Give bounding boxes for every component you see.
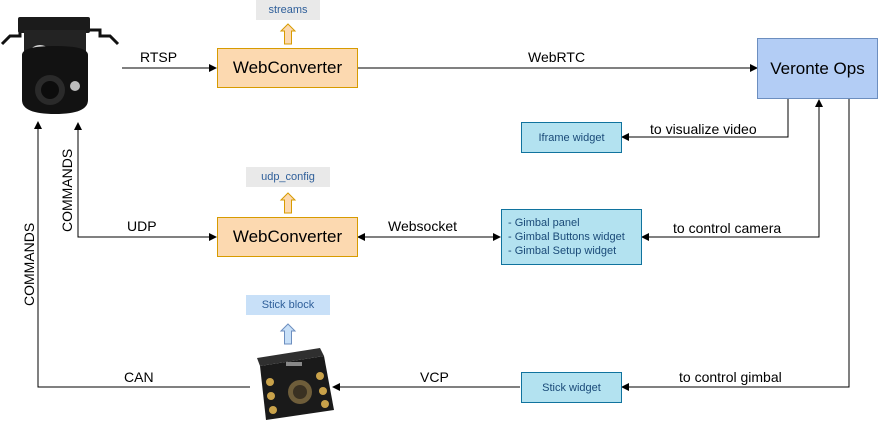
udp-config-tag: udp_config: [246, 167, 330, 187]
udp-config-arrow-icon: [279, 192, 297, 214]
gimbal-setup-label: - Gimbal Setup widget: [508, 245, 617, 257]
rtsp-label: RTSP: [140, 49, 178, 65]
webrtc-label: WebRTC: [528, 49, 586, 65]
gimbal-camera-icon: [0, 17, 120, 114]
controller-device-icon: [257, 348, 334, 420]
webconverter-udp-label: WebConverter: [232, 227, 343, 246]
veronte-ops-label: Veronte Ops: [770, 58, 865, 78]
udp-config-tag-label: udp_config: [261, 171, 315, 183]
gimbal-panel-label: - Gimbal panel: [508, 217, 580, 229]
veronte-ops-node: Veronte Ops: [757, 38, 878, 99]
stick-block-tag: Stick block: [246, 295, 330, 315]
edge-udp: [74, 122, 217, 241]
commands-inner-label: COMMANDS: [59, 148, 75, 232]
udp-label: UDP: [127, 218, 157, 234]
control-gimbal-label: to control gimbal: [679, 369, 782, 385]
gimbal-widgets-node: - Gimbal panel - Gimbal Buttons widget -…: [501, 209, 642, 265]
stick-widget-label: Stick widget: [542, 381, 601, 394]
websocket-label: Websocket: [388, 218, 457, 234]
edge-can: [34, 121, 250, 388]
streams-tag-label: streams: [268, 4, 308, 16]
gimbal-buttons-label: - Gimbal Buttons widget: [508, 231, 625, 243]
edge-control-gimbal: [621, 99, 850, 391]
iframe-widget-label: Iframe widget: [538, 131, 605, 144]
edge-control-camera: [641, 99, 823, 241]
stick-block-arrow-icon: [279, 323, 297, 345]
webconverter-udp-node: WebConverter: [217, 217, 358, 257]
stick-widget-node: Stick widget: [521, 372, 622, 403]
vcp-label: VCP: [420, 369, 449, 385]
stick-block-tag-label: Stick block: [261, 299, 315, 311]
webconverter-rtsp-label: WebConverter: [232, 58, 343, 77]
visualize-video-label: to visualize video: [650, 121, 757, 137]
iframe-widget-node: Iframe widget: [521, 122, 622, 153]
webconverter-rtsp-node: WebConverter: [217, 48, 358, 88]
streams-arrow-icon: [279, 23, 297, 45]
can-label: CAN: [124, 369, 154, 385]
streams-tag: streams: [256, 0, 320, 20]
commands-outer-label: COMMANDS: [21, 222, 37, 306]
control-camera-label: to control camera: [673, 220, 782, 236]
